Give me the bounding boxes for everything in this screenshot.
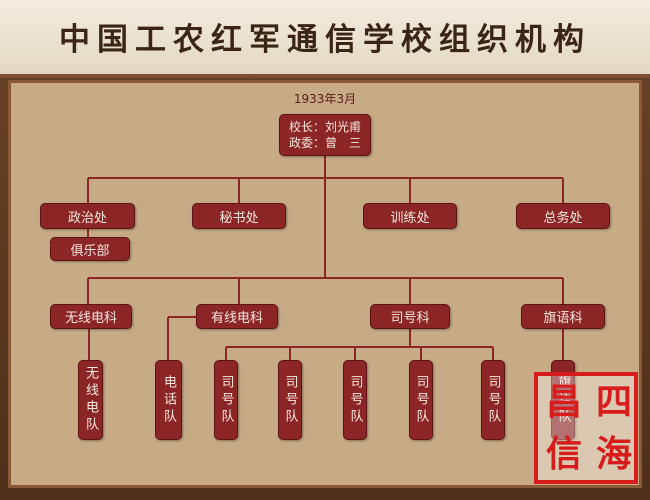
- principal-box: 校长：刘光甫 政委：曾 三: [279, 114, 371, 156]
- flag-dept-box: 旗语科: [521, 304, 605, 329]
- training-office-box: 训练处: [363, 203, 457, 229]
- political-office-box: 政治处: [40, 203, 135, 229]
- secretariat-box: 秘书处: [192, 203, 286, 229]
- bugle-team-box-5: 司号队: [481, 360, 505, 440]
- seal-char-1: 四: [595, 381, 632, 423]
- bugle-team-box-4: 司号队: [409, 360, 433, 440]
- seal-char-3: 海: [595, 433, 632, 475]
- bugle-team-box-2: 司号队: [278, 360, 302, 440]
- wireless-dept-box: 无线电科: [50, 304, 132, 329]
- club-box: 俱乐部: [50, 237, 130, 261]
- phone-team-box: 电话队: [155, 360, 182, 440]
- bugle-dept-box: 司号科: [370, 304, 450, 329]
- bugle-team-box-1: 司号队: [214, 360, 238, 440]
- commissar-line: 政委：曾 三: [288, 136, 361, 150]
- bugle-team-box-3: 司号队: [343, 360, 367, 440]
- page-title: 中国工农红军通信学校组织机构: [59, 22, 591, 58]
- title-banner: 中国工农红军通信学校组织机构: [0, 0, 650, 78]
- principal-line: 校长：刘光甫: [288, 120, 361, 134]
- chart-date: 1933年3月: [293, 92, 357, 106]
- seal-stamp: 四 昌 海 信: [534, 372, 638, 484]
- general-affairs-box: 总务处: [516, 203, 610, 229]
- seal-char-2: 昌: [545, 381, 582, 423]
- seal-char-4: 信: [545, 433, 582, 475]
- wired-dept-box: 有线电科: [196, 304, 278, 329]
- wireless-team-box: 无线电队: [78, 360, 103, 440]
